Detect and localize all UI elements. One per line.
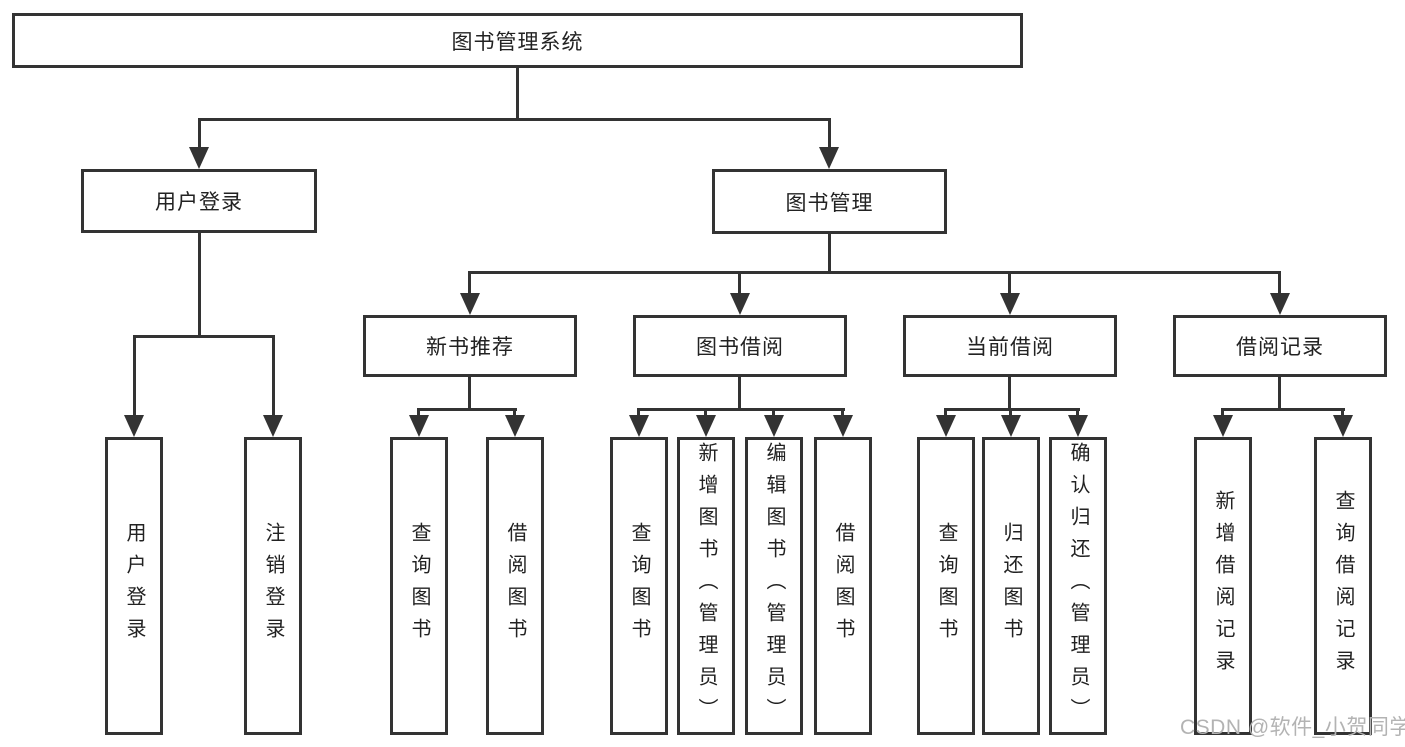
- node-book-borrow: 图书借阅: [633, 315, 847, 377]
- connector-section-hline: [637, 408, 845, 411]
- connector-section-hline: [1221, 408, 1345, 411]
- arrowhead-down-icon: [696, 415, 716, 437]
- arrowhead-down-icon: [1270, 293, 1290, 315]
- leaf-label: 确认归还（管理员）: [1067, 442, 1089, 730]
- csdn-watermark: CSDN @软件_小贺同学: [1180, 716, 1405, 739]
- leaf-query-books-1: 查询图书: [390, 437, 448, 735]
- connector-bookmgmt-stub: [828, 234, 831, 271]
- arrowhead-down-icon: [833, 415, 853, 437]
- node-new-book-recommend: 新书推荐: [363, 315, 577, 377]
- leaf-add-borrow-record: 新增借阅记录: [1194, 437, 1252, 735]
- connector-userlogin-hline: [133, 335, 275, 338]
- leaf-logout: 注销登录: [244, 437, 302, 735]
- arrowhead-down-icon: [263, 415, 283, 437]
- leaf-query-books-3: 查询图书: [917, 437, 975, 735]
- connector-stem: [1278, 271, 1281, 293]
- leaf-label: 借阅图书: [832, 522, 854, 650]
- connector-level3-hline: [469, 271, 1281, 274]
- arrowhead-down-icon: [764, 415, 784, 437]
- leaf-label: 查询图书: [935, 522, 957, 650]
- leaf-label: 新增图书（管理员）: [695, 442, 717, 730]
- leaf-label: 新增借阅记录: [1212, 490, 1234, 682]
- connector-stem: [133, 335, 136, 415]
- arrowhead-down-icon: [409, 415, 429, 437]
- connector-stem: [1341, 408, 1344, 416]
- leaf-label: 借阅图书: [504, 522, 526, 650]
- connector-stem: [944, 408, 947, 416]
- node-current-borrow: 当前借阅: [903, 315, 1117, 377]
- leaf-confirm-return-admin: 确认归还（管理员）: [1049, 437, 1107, 735]
- leaf-user-login: 用户登录: [105, 437, 163, 735]
- leaf-return-books: 归还图书: [982, 437, 1040, 735]
- arrowhead-down-icon: [629, 415, 649, 437]
- leaf-borrow-books-2: 借阅图书: [814, 437, 872, 735]
- connector-section-stub: [1008, 377, 1011, 411]
- leaf-label: 查询借阅记录: [1332, 490, 1354, 682]
- arrowhead-down-icon: [1000, 293, 1020, 315]
- leaf-edit-books-admin: 编辑图书（管理员）: [745, 437, 803, 735]
- connector-stem: [704, 408, 707, 416]
- leaf-add-books-admin: 新增图书（管理员）: [677, 437, 735, 735]
- connector-stem: [828, 118, 831, 149]
- connector-stem: [1221, 408, 1224, 416]
- node-user-login: 用户登录: [81, 169, 317, 233]
- connector-stem: [738, 271, 741, 293]
- connector-level2-hline: [198, 118, 831, 121]
- connector-section-stub: [468, 377, 471, 411]
- leaf-query-borrow-record: 查询借阅记录: [1314, 437, 1372, 735]
- arrowhead-down-icon: [1213, 415, 1233, 437]
- arrowhead-down-icon: [819, 147, 839, 169]
- connector-stem: [468, 271, 471, 293]
- connector-stem: [198, 118, 201, 149]
- arrowhead-down-icon: [1333, 415, 1353, 437]
- leaf-borrow-books-1: 借阅图书: [486, 437, 544, 735]
- leaf-label: 用户登录: [123, 522, 145, 650]
- connector-stem: [841, 408, 844, 416]
- connector-stem: [637, 408, 640, 416]
- leaf-query-books-2: 查询图书: [610, 437, 668, 735]
- connector-stem: [417, 408, 420, 416]
- connector-userlogin-stub: [198, 233, 201, 335]
- connector-stem: [272, 335, 275, 415]
- arrowhead-down-icon: [124, 415, 144, 437]
- connector-stem: [513, 408, 516, 416]
- arrowhead-down-icon: [189, 147, 209, 169]
- node-root: 图书管理系统: [12, 13, 1023, 68]
- connector-section-stub: [738, 377, 741, 411]
- leaf-label: 查询图书: [408, 522, 430, 650]
- connector-stem: [772, 408, 775, 416]
- leaf-label: 编辑图书（管理员）: [763, 442, 785, 730]
- connector-root-stub: [516, 68, 519, 118]
- leaf-label: 归还图书: [1000, 522, 1022, 650]
- connector-stem: [1009, 408, 1012, 416]
- connector-section-stub: [1278, 377, 1281, 411]
- leaf-label: 查询图书: [628, 522, 650, 650]
- arrowhead-down-icon: [1068, 415, 1088, 437]
- node-borrow-records: 借阅记录: [1173, 315, 1387, 377]
- connector-section-hline: [417, 408, 517, 411]
- arrowhead-down-icon: [936, 415, 956, 437]
- arrowhead-down-icon: [460, 293, 480, 315]
- arrowhead-down-icon: [1001, 415, 1021, 437]
- connector-stem: [1008, 271, 1011, 293]
- arrowhead-down-icon: [505, 415, 525, 437]
- arrowhead-down-icon: [730, 293, 750, 315]
- node-book-management: 图书管理: [712, 169, 947, 234]
- connector-stem: [1076, 408, 1079, 416]
- leaf-label: 注销登录: [262, 522, 284, 650]
- connector-section-hline: [944, 408, 1080, 411]
